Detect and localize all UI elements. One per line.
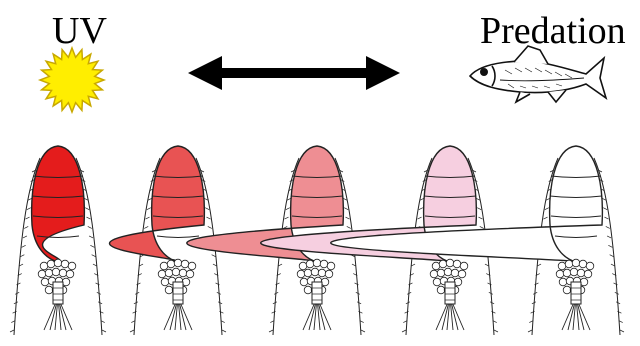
copepod-tail-setae bbox=[562, 304, 590, 330]
copepod-urosome bbox=[571, 282, 581, 304]
copepod-body bbox=[32, 146, 85, 262]
double-headed-arrow-icon bbox=[188, 56, 400, 90]
copepod-gradient bbox=[10, 146, 624, 335]
copepod-tail-setae bbox=[436, 304, 464, 330]
copepod-tail-setae bbox=[164, 304, 192, 330]
copepod-urosome bbox=[53, 282, 63, 304]
copepod-tail-setae bbox=[44, 304, 72, 330]
copepod-urosome bbox=[173, 282, 183, 304]
copepod-urosome bbox=[445, 282, 455, 304]
copepod-5 bbox=[331, 146, 624, 335]
copepod-1 bbox=[10, 146, 106, 335]
sun-icon bbox=[40, 48, 104, 112]
arrow-head-left bbox=[188, 56, 222, 90]
copepod-urosome bbox=[312, 282, 322, 304]
fish-icon bbox=[470, 46, 606, 102]
arrow-head-right bbox=[366, 56, 400, 90]
copepod-tail-setae bbox=[303, 304, 331, 330]
sun-rays bbox=[40, 48, 104, 112]
